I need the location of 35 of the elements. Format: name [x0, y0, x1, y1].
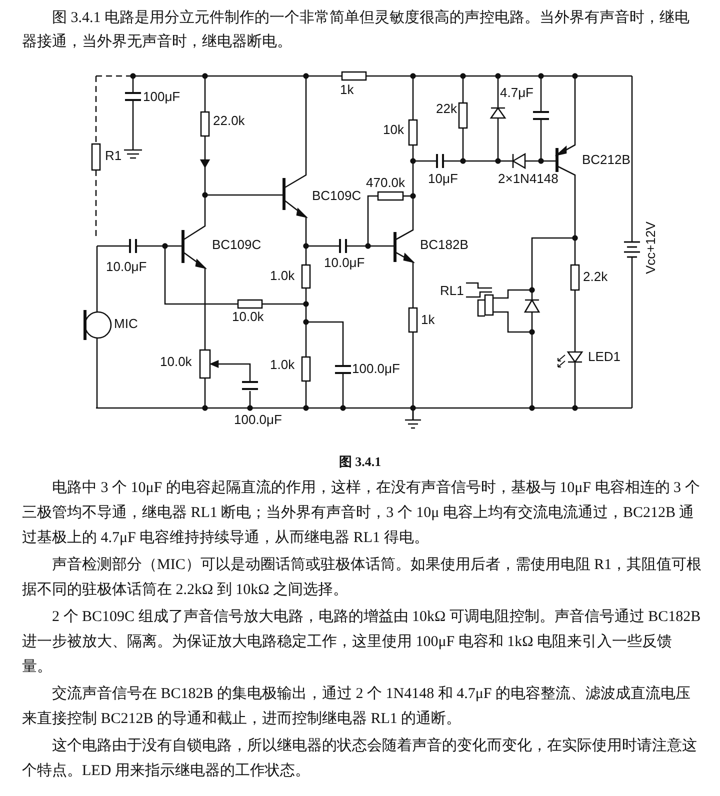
paragraph: 交流声音信号在 BC182B 的集电极输出，通过 2 个 1N4148 和 4.7μF 的电容整流、滤波成直流电压来直接控制 BC212B 的导通和截止，进而控制继电器 RL1 的通断。 — [22, 684, 692, 729]
component-label: 10.0k — [160, 355, 192, 369]
component-label: 10.0μF — [106, 260, 147, 274]
paragraph: 声音检测部分（MIC）可以是动圈话筒或驻极体话筒。如果使用后者，需使用电阻 R1，其阻值可根据不同的驻极体话筒在 2.2kΩ 到 10kΩ 之间选择。 — [22, 555, 702, 600]
component-label: BC109C — [312, 189, 362, 203]
component-label: 1.0k — [270, 269, 295, 283]
component-label: RL1 — [440, 284, 464, 298]
component-label: 22k — [436, 102, 457, 116]
component-label: BC182B — [420, 238, 468, 252]
component-label: 10k — [383, 123, 404, 137]
component-label: BC212B — [582, 153, 630, 167]
component-label: 10.0μF — [324, 256, 365, 270]
paragraph: 电路中 3 个 10μF 的电容起隔直流的作用，这样，在没有声音信号时，基极与 10μF 电容相连的 3 个三极管均不导通，继电器 RL1 断电；当外界有声音时，3 个 10μ 电容上均有交流电流通过，BC212B 通过基极上的 4.7μF 电容维持持续导通，从而继电器 RL1 得电。 — [22, 478, 701, 548]
component-label: 1.0k — [270, 358, 295, 372]
component-label: 100.0μF — [234, 413, 282, 427]
paragraph: 这个电路由于没有自锁电路，所以继电器的状态会随着声音的变化而变化，在实际使用时请注意这个特点。LED 用来指示继电器的工作状态。 — [22, 736, 698, 781]
component-label: 100.0μF — [352, 362, 400, 376]
component-label: 1k — [340, 83, 354, 97]
component-label: 22.0k — [213, 114, 245, 128]
component-label: LED1 — [588, 350, 621, 364]
component-label: 100μF — [143, 90, 180, 104]
paragraph: 2 个 BC109C 组成了声音信号放大电路，电路的增益由 10kΩ 可调电阻控制。声音信号通过 BC182B 进一步被放大、隔离。为保证放大电路稳定工作，这里使用 100μF 电容和 1kΩ 电阻来引入一些反馈量。 — [22, 607, 702, 677]
component-label: 1k — [421, 313, 435, 327]
component-label: 10.0k — [232, 310, 264, 324]
component-label: R1 — [105, 149, 122, 163]
component-label: 470.0k — [366, 176, 406, 190]
component-label: MIC — [114, 317, 138, 331]
component-label: 2.2k — [583, 270, 608, 284]
component-label: BC109C — [212, 238, 262, 252]
component-label: 4.7μF — [500, 86, 534, 100]
component-label: Vcc+12V — [644, 222, 658, 274]
component-label: 2×1N4148 — [498, 172, 558, 186]
paragraph: 图 3.4.1 电路是用分立元件制作的一个非常简单但灵敏度很高的声控电路。当外界有声音时，继电器接通，当外界无声音时，继电器断电。 — [22, 8, 690, 52]
figure-caption: 图 3.4.1 — [338, 453, 382, 471]
component-label: 10μF — [428, 172, 458, 186]
